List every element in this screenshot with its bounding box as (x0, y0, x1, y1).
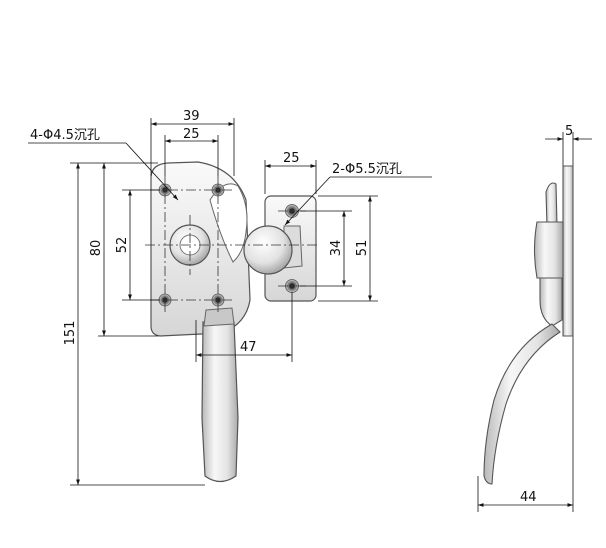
dim-keeper-height: 51 (355, 240, 370, 257)
dim-keeper-width: 25 (283, 151, 300, 166)
dim-plate-height: 80 (89, 240, 104, 257)
dim-plate-hole-pitch: 52 (115, 237, 130, 254)
ball-knob (243, 225, 303, 275)
dimension-lines (70, 118, 592, 512)
dim-side-thickness: 5 (565, 124, 573, 139)
dim-plate-hole-spacing: 25 (183, 127, 200, 142)
dim-keeper-hole-pitch: 34 (329, 240, 344, 257)
labels: 4-Φ4.5沉孔 2-Φ5.5沉孔 39 25 25 5 47 44 151 8… (30, 109, 573, 505)
dim-handle-to-keeper: 47 (240, 340, 257, 355)
dim-overall-height: 151 (63, 321, 78, 346)
center-lines (145, 176, 320, 314)
leader-lines (28, 142, 432, 226)
note-countersink-plate: 4-Φ4.5沉孔 (30, 128, 100, 143)
side-view (483, 165, 574, 485)
handle (201, 307, 239, 483)
dim-plate-width: 39 (183, 109, 200, 124)
note-countersink-keeper: 2-Φ5.5沉孔 (332, 162, 402, 177)
dim-side-depth: 44 (520, 490, 537, 505)
